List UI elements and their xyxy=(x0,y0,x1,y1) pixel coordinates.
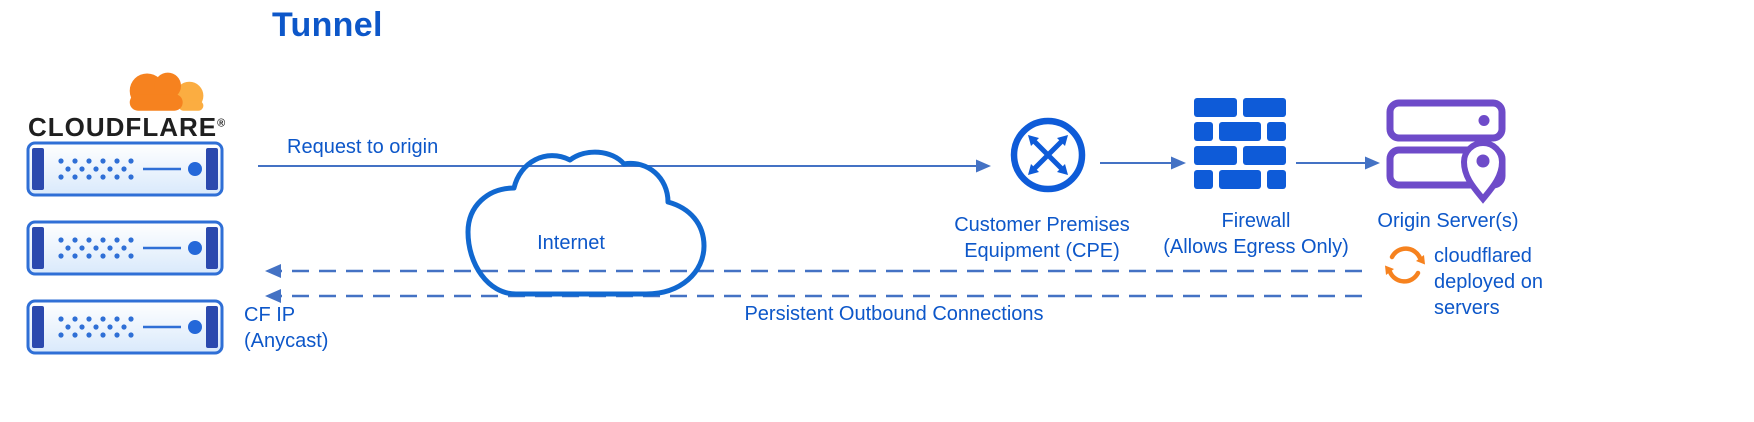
cloudflared-sync-icon xyxy=(1385,246,1425,284)
arrowhead xyxy=(265,289,281,303)
cf-ip-anycast-label: CF IP (Anycast) xyxy=(244,304,329,352)
outbound-connection-bottom xyxy=(265,289,1362,303)
cloudflare-cloud-icon xyxy=(129,72,204,111)
cpe-label: Customer Premises Equipment (CPE) xyxy=(954,214,1130,262)
internet-label: Internet xyxy=(537,232,605,254)
request-to-origin-label: Request to origin xyxy=(287,136,439,158)
diagram-title: Tunnel xyxy=(272,6,383,44)
firewall-label: Firewall (Allows Egress Only) xyxy=(1163,210,1349,258)
cloudflare-wordmark: CLOUDFLARE® xyxy=(28,112,226,143)
registered-trademark: ® xyxy=(217,117,227,130)
cloudflare-logo: CLOUDFLARE® xyxy=(28,66,238,146)
arrowhead xyxy=(1171,156,1186,170)
internet-cloud-icon xyxy=(465,149,707,297)
persistent-outbound-label: Persistent Outbound Connections xyxy=(744,303,1044,325)
cloudflared-label: cloudflared deployed on servers xyxy=(1434,245,1543,319)
cpe-to-firewall-arrow xyxy=(1100,156,1186,170)
firewall-icon xyxy=(1194,98,1286,189)
arrowhead xyxy=(976,159,991,173)
request-arrow xyxy=(258,159,991,173)
origin-server-icon xyxy=(1386,99,1506,204)
router-cross-arrows xyxy=(1032,139,1064,171)
arrowhead xyxy=(265,264,281,278)
origin-server-label: Origin Server(s) xyxy=(1377,210,1519,232)
cpe-router-icon xyxy=(1010,117,1086,193)
sync-arrowheads xyxy=(1385,255,1425,275)
firewall-to-origin-arrow xyxy=(1296,156,1380,170)
location-pin-icon xyxy=(1460,140,1506,204)
cloudflare-wordmark-text: CLOUDFLARE xyxy=(28,112,218,142)
router-arrowheads xyxy=(1028,135,1068,175)
outbound-connection-top xyxy=(265,264,1362,278)
arrowhead xyxy=(1365,156,1380,170)
